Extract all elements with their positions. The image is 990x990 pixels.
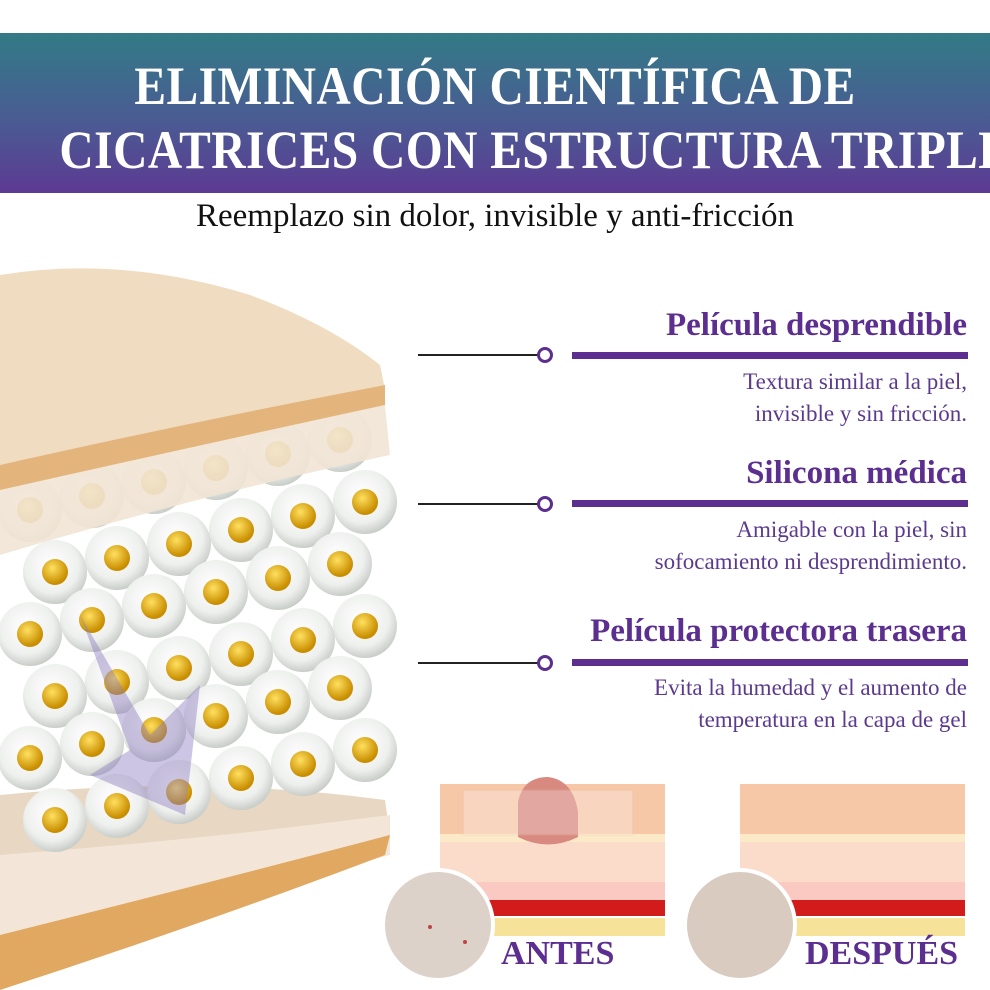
feature-desc: Evita la humedad y el aumento de temperat… xyxy=(654,672,967,736)
gel-core xyxy=(104,793,130,819)
skin-closeup-after xyxy=(683,868,797,982)
gel-core xyxy=(104,669,130,695)
feature-title: Película protectora trasera xyxy=(590,613,967,649)
desc-line: Textura similar a la piel, xyxy=(743,369,967,394)
gel-core xyxy=(166,779,192,805)
gel-core xyxy=(42,807,68,833)
connector-dot-icon xyxy=(537,655,553,671)
title-banner: ELIMINACIÓN CIENTÍFICA DE CICATRICES CON… xyxy=(0,33,990,193)
title-line-1: ELIMINACIÓN CIENTÍFICA DE xyxy=(134,56,856,116)
desc-line: sofocamiento ni desprendimiento. xyxy=(654,549,967,574)
feature-title: Silicona médica xyxy=(746,455,967,491)
gel-core xyxy=(166,655,192,681)
gel-core xyxy=(228,641,254,667)
desc-line: Amigable con la piel, sin xyxy=(736,517,967,542)
feature-title: Película desprendible xyxy=(666,307,967,343)
connector-line xyxy=(418,354,538,356)
gel-core xyxy=(265,689,291,715)
gel-core xyxy=(290,751,316,777)
title-line-2: CICATRICES CON ESTRUCTURA TRIPLE xyxy=(59,120,990,180)
gel-core xyxy=(352,489,378,515)
desc-line: temperatura en la capa de gel xyxy=(698,707,967,732)
gel-core xyxy=(42,559,68,585)
gel-core xyxy=(228,517,254,543)
gel-core xyxy=(79,607,105,633)
desc-line: Evita la humedad y el aumento de xyxy=(654,675,967,700)
gel-core xyxy=(17,621,43,647)
gel-core xyxy=(290,627,316,653)
gel-core xyxy=(265,565,291,591)
feature-desc: Amigable con la piel, sin sofocamiento ni… xyxy=(655,514,967,578)
feature-desc: Textura similar a la piel, invisible y si… xyxy=(743,366,967,430)
gel-core xyxy=(166,531,192,557)
gel-core xyxy=(141,593,167,619)
accent-bar xyxy=(572,352,968,359)
desc-line: invisible y sin fricción. xyxy=(754,401,967,426)
gel-core xyxy=(327,675,353,701)
gel-core xyxy=(203,579,229,605)
gel-core xyxy=(352,737,378,763)
gel-core xyxy=(327,551,353,577)
gel-core xyxy=(352,613,378,639)
gel-core xyxy=(79,731,105,757)
connector-line xyxy=(418,662,538,664)
patch-layers-illustration xyxy=(0,268,397,990)
skin-closeup-before xyxy=(381,868,495,982)
gel-core xyxy=(203,703,229,729)
subtitle: Reemplazo sin dolor, invisible y anti-fr… xyxy=(195,198,795,234)
accent-bar xyxy=(572,500,968,507)
accent-bar xyxy=(572,659,968,666)
connector-line xyxy=(418,503,538,505)
connector-dot-icon xyxy=(537,347,553,363)
skin-diagram-before xyxy=(440,777,665,936)
gel-core xyxy=(141,717,167,743)
after-label: DESPUÉS xyxy=(805,935,959,972)
before-label: ANTES xyxy=(501,935,615,972)
gel-core xyxy=(228,765,254,791)
gel-core xyxy=(104,545,130,571)
gel-core xyxy=(17,745,43,771)
gel-core xyxy=(290,503,316,529)
connector-dot-icon xyxy=(537,496,553,512)
gel-core xyxy=(42,683,68,709)
